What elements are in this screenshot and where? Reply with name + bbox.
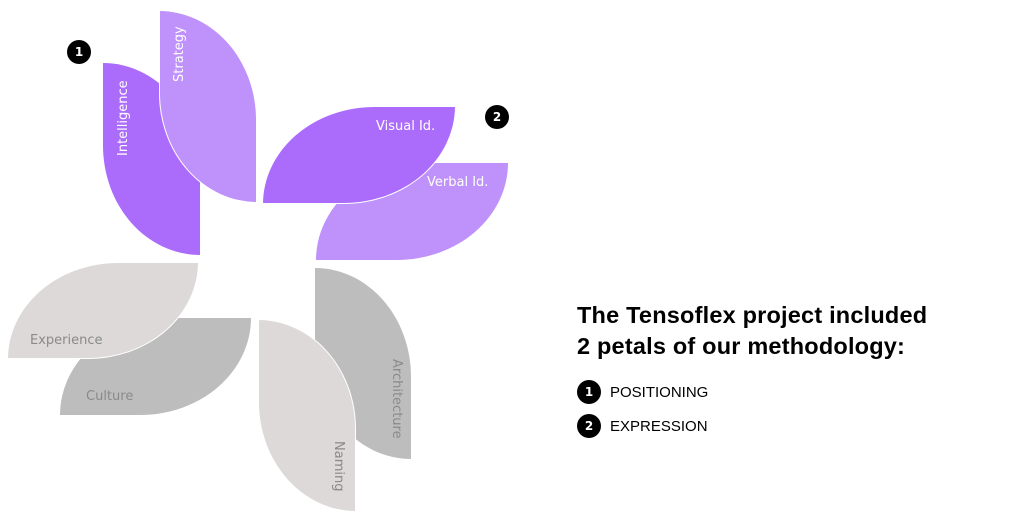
- heading-line-1: The Tensoflex project included: [577, 302, 928, 328]
- number-badge: 1: [577, 380, 601, 404]
- badge-1: 1: [67, 40, 91, 64]
- list-item-positioning: 1 POSITIONING: [577, 380, 708, 404]
- list-item-expression: 2 EXPRESSION: [577, 414, 708, 438]
- list-item-label: POSITIONING: [610, 383, 709, 401]
- heading-line-2: 2 petals of our methodology:: [577, 333, 906, 359]
- petal-label-culture: Culture: [86, 389, 134, 404]
- petal-label-intelligence: Intelligence: [116, 80, 131, 156]
- petal-label-strategy: Strategy: [172, 26, 187, 82]
- petal-label-architecture: Architecture: [389, 359, 404, 439]
- number-badge: 2: [577, 414, 601, 438]
- heading: The Tensoflex project included 2 petals …: [577, 300, 927, 362]
- petal-label-naming: Naming: [331, 441, 346, 492]
- badge-2: 2: [485, 105, 509, 129]
- petal-label-visual-id: Visual Id.: [376, 119, 436, 134]
- petal-label-experience: Experience: [30, 333, 103, 348]
- petal-label-verbal-id: Verbal Id.: [427, 175, 489, 190]
- list-item-label: EXPRESSION: [610, 417, 708, 435]
